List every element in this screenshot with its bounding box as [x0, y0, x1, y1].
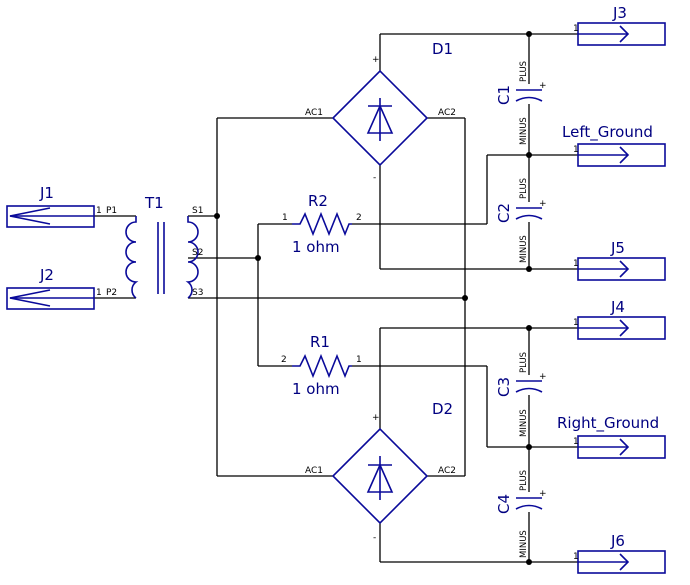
- junction-j4: [526, 325, 532, 331]
- connector-j2: J2 1: [6, 266, 102, 310]
- connector-right-ground: Right_Ground 1: [557, 414, 666, 459]
- junction-s3: [462, 295, 468, 301]
- t1-pin-p2: P2: [106, 288, 117, 298]
- r1-pin-a: 2: [281, 355, 287, 365]
- capacitor-c2: C2 + PLUS MINUS: [495, 178, 547, 263]
- connector-j6: J6 1: [573, 532, 666, 574]
- junction-j6: [526, 559, 532, 565]
- right-ground-pin: 1: [573, 437, 579, 447]
- j6-name: J6: [610, 532, 625, 550]
- c2-minus-label: MINUS: [519, 235, 529, 263]
- j3-pin: 1: [573, 24, 579, 34]
- junctions: [214, 31, 532, 565]
- junction-s2: [255, 255, 261, 261]
- c1-name: C1: [495, 85, 513, 105]
- j1-pin: 1: [96, 206, 102, 216]
- c4-minus-label: MINUS: [519, 530, 529, 558]
- c2-plus-label: PLUS: [519, 178, 529, 199]
- c4-plus-label: PLUS: [519, 470, 529, 491]
- connector-j5: J5 1: [573, 239, 666, 281]
- wires: [94, 33, 578, 563]
- transformer-t1: T1 P1 P2 S1 S2 S3: [106, 194, 203, 299]
- c3-polarity: +: [539, 372, 547, 382]
- c2-name: C2: [495, 203, 513, 223]
- right-ground-name: Right_Ground: [557, 414, 659, 433]
- r2-pin-a: 1: [282, 213, 288, 223]
- j2-pin: 1: [96, 288, 102, 298]
- d1-minus: -: [373, 173, 376, 183]
- t1-pin-s2: S2: [192, 248, 203, 258]
- junction-j3: [526, 31, 532, 37]
- d2-ac1: AC1: [305, 466, 323, 476]
- r1-pin-b: 1: [356, 355, 362, 365]
- j4-pin: 1: [573, 318, 579, 328]
- j3-name: J3: [612, 4, 627, 22]
- d2-name: D2: [432, 400, 453, 418]
- c4-polarity: +: [539, 489, 547, 499]
- c3-minus-label: MINUS: [519, 409, 529, 437]
- j2-name: J2: [39, 266, 54, 284]
- bridge-d2: D2 AC1 AC2 + -: [305, 400, 456, 543]
- j6-pin: 1: [573, 552, 579, 562]
- d1-ac1: AC1: [305, 108, 323, 118]
- capacitor-c3: C3 + PLUS MINUS: [495, 352, 547, 437]
- d2-minus: -: [373, 533, 376, 543]
- d2-ac2: AC2: [438, 466, 456, 476]
- r2-pin-b: 2: [356, 213, 362, 223]
- c3-name: C3: [495, 377, 513, 397]
- r2-value: 1 ohm: [292, 238, 340, 256]
- left-ground-name: Left_Ground: [562, 123, 653, 142]
- j1-name: J1: [39, 184, 54, 202]
- c2-polarity: +: [539, 199, 547, 209]
- junction-rgnd: [526, 444, 532, 450]
- d2-plus: +: [372, 413, 380, 423]
- left-ground-pin: 1: [573, 145, 579, 155]
- c1-plus-label: PLUS: [519, 61, 529, 82]
- j5-name: J5: [610, 239, 625, 257]
- junction-lgnd: [526, 152, 532, 158]
- capacitor-c1: C1 + PLUS MINUS: [495, 61, 547, 145]
- d1-ac2: AC2: [438, 108, 456, 118]
- r1-value: 1 ohm: [292, 380, 340, 398]
- t1-pin-s1: S1: [192, 206, 203, 216]
- capacitor-c4: C4 + PLUS MINUS: [495, 470, 547, 558]
- t1-pin-s3: S3: [192, 288, 203, 298]
- connector-left-ground: Left_Ground 1: [562, 123, 666, 167]
- c3-plus-label: PLUS: [519, 352, 529, 373]
- t1-name: T1: [144, 194, 164, 212]
- t1-pin-p1: P1: [106, 206, 117, 216]
- bridge-d1: D1 AC1 AC2 + -: [305, 40, 456, 183]
- connector-j1: J1 1: [6, 184, 102, 228]
- d1-name: D1: [432, 40, 453, 58]
- connector-j4: J4 1: [573, 298, 666, 340]
- junction-j5: [526, 266, 532, 272]
- r2-name: R2: [308, 192, 328, 210]
- c1-polarity: +: [539, 81, 547, 91]
- junction-s1: [214, 213, 220, 219]
- d1-plus: +: [372, 55, 380, 65]
- c1-minus-label: MINUS: [519, 117, 529, 145]
- connector-j3: J3 1: [573, 4, 666, 46]
- j5-pin: 1: [573, 259, 579, 269]
- c4-name: C4: [495, 494, 513, 514]
- j4-name: J4: [610, 298, 625, 316]
- resistor-r1: R1 1 ohm 2 1: [281, 333, 362, 398]
- resistor-r2: R2 1 ohm 1 2: [282, 192, 362, 256]
- r1-name: R1: [310, 333, 330, 351]
